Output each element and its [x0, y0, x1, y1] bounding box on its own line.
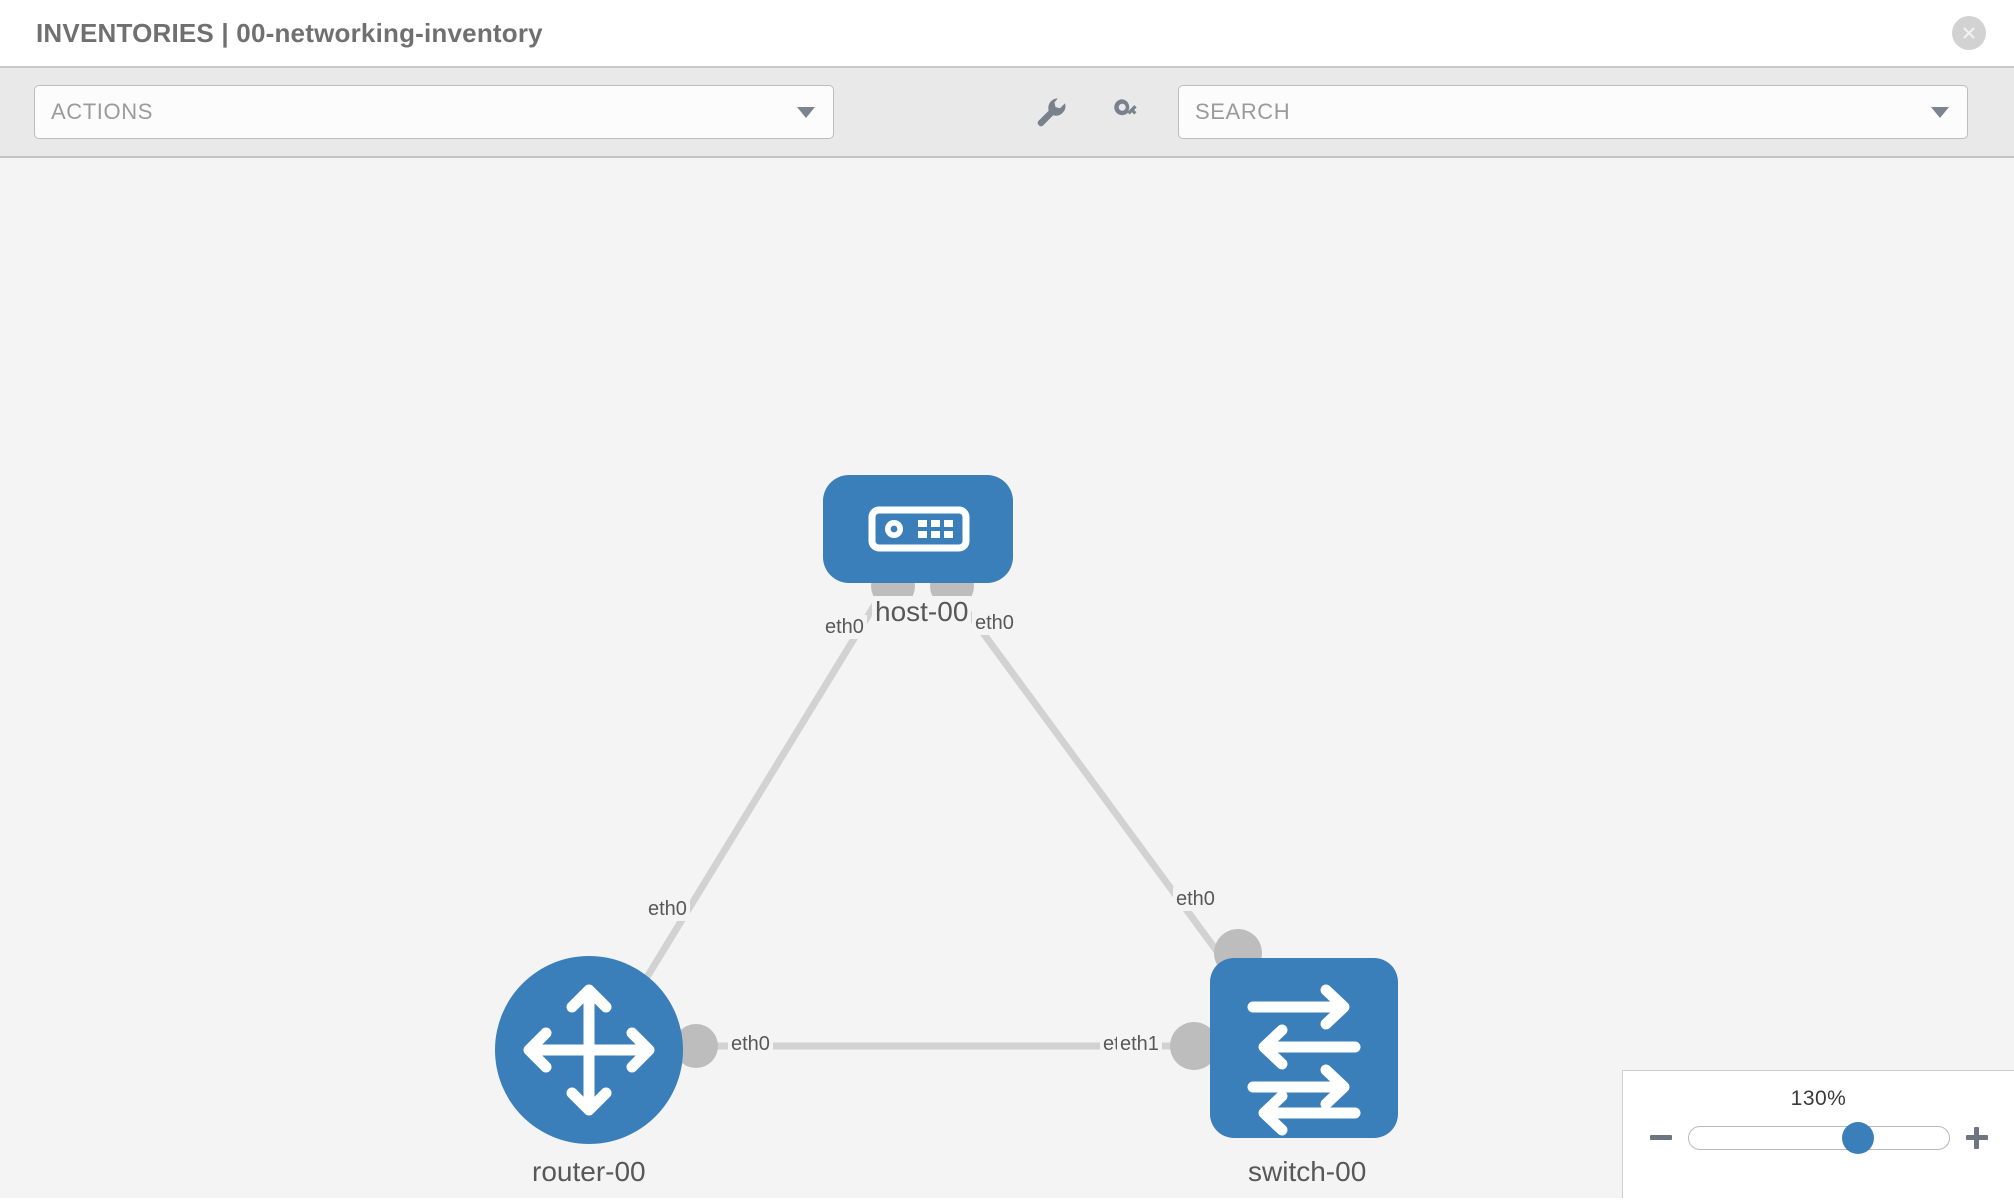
node-label-switch-00[interactable]: switch-00: [1245, 1156, 1370, 1188]
search-placeholder: SEARCH: [1195, 99, 1291, 124]
iface-label-switch00-eth1[interactable]: eth1: [1117, 1032, 1162, 1056]
chevron-down-icon: [797, 106, 815, 118]
page-header: INVENTORIES | 00-networking-inventory: [0, 0, 2014, 68]
node-router-00[interactable]: [495, 956, 683, 1144]
iface-label-host00-eth0-left[interactable]: eth0: [822, 615, 867, 639]
zoom-out-button[interactable]: [1648, 1125, 1674, 1151]
key-icon[interactable]: [1110, 95, 1144, 129]
close-button[interactable]: [1952, 16, 1986, 50]
node-switch-00[interactable]: [1210, 958, 1398, 1138]
search-input[interactable]: SEARCH: [1178, 85, 1968, 139]
endpoint-switch00-eth1[interactable]: [1170, 1022, 1218, 1070]
actions-dropdown[interactable]: ACTIONS: [34, 85, 834, 139]
link-host00-switch00[interactable]: [947, 585, 1258, 1006]
zoom-control-panel: 130%: [1622, 1070, 2014, 1198]
zoom-slider-row: [1623, 1122, 2014, 1154]
close-icon: [1963, 27, 1975, 39]
server-appliance-icon: [868, 506, 970, 552]
link-group: [622, 585, 1258, 1050]
toolbar-icon-group: [1034, 95, 1144, 129]
topology-graph: [495, 475, 1398, 1144]
topology-canvas[interactable]: host-00 router-00 switch-00 eth0 eth0 et…: [0, 158, 2014, 1198]
link-router00-host00[interactable]: [622, 586, 888, 1015]
zoom-slider-thumb[interactable]: [1841, 1122, 1874, 1154]
iface-label-host00-eth0-right[interactable]: eth0: [972, 611, 1017, 635]
endpoint-group: [616, 564, 1262, 1070]
chevron-down-icon: [1931, 106, 1949, 118]
iface-label-router00-eth0-up[interactable]: eth0: [645, 897, 690, 921]
zoom-slider-track[interactable]: [1687, 1122, 1950, 1154]
iface-label-switch00-eth0-up[interactable]: eth0: [1173, 887, 1218, 911]
wrench-icon[interactable]: [1034, 95, 1068, 129]
node-label-host-00[interactable]: host-00: [872, 596, 972, 628]
zoom-in-button[interactable]: [1964, 1125, 1990, 1151]
node-label-router-00[interactable]: router-00: [529, 1156, 649, 1188]
actions-dropdown-label: ACTIONS: [51, 99, 153, 124]
toolbar: ACTIONS SEARCH: [0, 68, 2014, 158]
endpoint-router00-eth0-right[interactable]: [674, 1024, 718, 1068]
node-host00-shape[interactable]: [823, 475, 1013, 583]
router-arrows-icon: [523, 984, 655, 1116]
zoom-level-value: 130%: [1790, 1087, 1847, 1110]
node-host-00[interactable]: [823, 475, 1013, 583]
iface-label-router00-eth0-right[interactable]: eth0: [728, 1032, 773, 1056]
switch-arrows-icon: [1247, 984, 1361, 1136]
page-title: INVENTORIES | 00-networking-inventory: [36, 17, 543, 48]
